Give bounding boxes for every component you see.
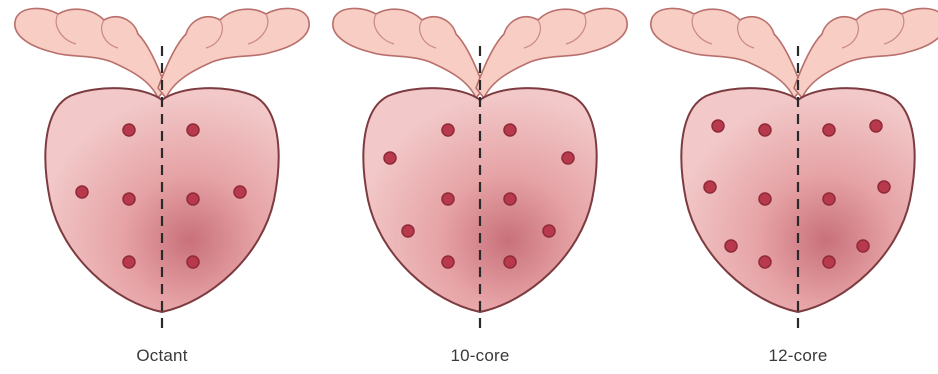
core-dot <box>504 124 516 136</box>
core-dot <box>759 256 771 268</box>
core-dot <box>504 193 516 205</box>
seminal-vesicle-left <box>333 8 484 98</box>
core-dot <box>704 181 716 193</box>
panel-12-core <box>636 0 938 374</box>
core-dot <box>870 120 882 132</box>
core-dot <box>187 193 199 205</box>
core-dot <box>725 240 737 252</box>
core-dot <box>504 256 516 268</box>
seminal-vesicle-left <box>15 8 166 98</box>
caption-octant: Octant <box>82 346 242 366</box>
prostate-diagram-octant <box>0 0 312 374</box>
panel-octant <box>0 0 312 374</box>
core-dot <box>384 152 396 164</box>
core-dot <box>878 181 890 193</box>
core-dot <box>823 124 835 136</box>
core-dot <box>402 225 414 237</box>
prostate-diagram-12-core <box>636 0 938 374</box>
seminal-vesicle-left <box>651 8 802 98</box>
core-dot <box>187 256 199 268</box>
core-dot <box>562 152 574 164</box>
seminal-vesicle-right <box>476 8 627 98</box>
core-dot <box>759 193 771 205</box>
core-dot <box>123 124 135 136</box>
core-dot <box>543 225 555 237</box>
core-dot <box>857 240 869 252</box>
core-dot <box>123 193 135 205</box>
core-dot <box>442 124 454 136</box>
caption-10-core: 10-core <box>400 346 560 366</box>
core-dot <box>712 120 724 132</box>
caption-12-core: 12-core <box>718 346 878 366</box>
seminal-vesicle-right <box>158 8 309 98</box>
core-dot <box>823 193 835 205</box>
core-dot <box>823 256 835 268</box>
core-dot <box>442 256 454 268</box>
seminal-vesicle-right <box>794 8 938 98</box>
core-dot <box>759 124 771 136</box>
core-dot <box>234 186 246 198</box>
core-dot <box>187 124 199 136</box>
core-dot <box>123 256 135 268</box>
prostate-diagram-10-core <box>318 0 630 374</box>
core-dot <box>442 193 454 205</box>
panel-10-core <box>318 0 630 374</box>
core-dot <box>76 186 88 198</box>
